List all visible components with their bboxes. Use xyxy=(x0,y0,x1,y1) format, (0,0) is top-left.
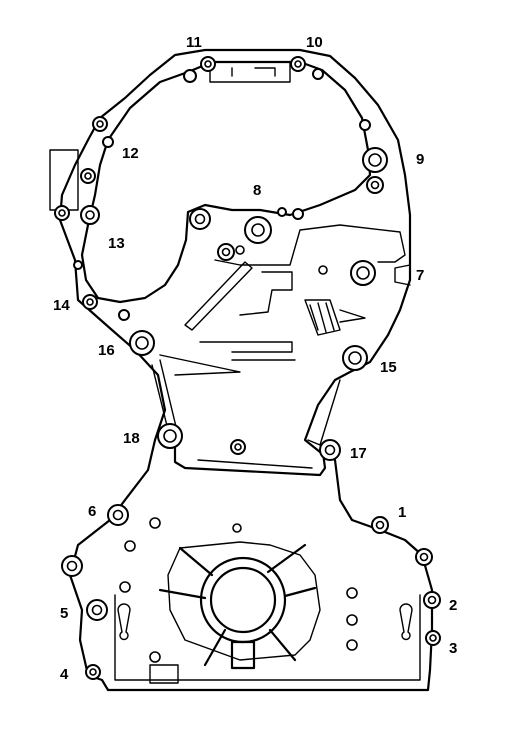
callout-6: 6 xyxy=(88,503,96,520)
neck-right-rib xyxy=(307,379,341,446)
callout-4: 4 xyxy=(60,666,69,683)
callout-3: 3 xyxy=(449,640,457,657)
arrow-shape xyxy=(339,309,366,323)
right-edge-step xyxy=(394,264,411,286)
lower-panel-inner xyxy=(114,594,421,681)
upper-cover-outline xyxy=(58,48,434,692)
top-cap xyxy=(209,61,291,83)
callout-8: 8 xyxy=(253,182,261,199)
callout-18: 18 xyxy=(123,430,140,447)
lower-holes xyxy=(117,245,413,684)
guide-rail-b xyxy=(239,271,293,316)
callout-12: 12 xyxy=(122,145,139,162)
callout-10: 10 xyxy=(306,34,323,51)
callout-9: 9 xyxy=(416,151,424,168)
lower-strap xyxy=(173,443,327,477)
mid-channel xyxy=(214,224,406,266)
callout-13: 13 xyxy=(108,235,125,252)
callout-17: 17 xyxy=(350,445,367,462)
callout-11: 11 xyxy=(186,34,202,51)
upper-cavity-gasket xyxy=(80,60,372,304)
callout-7: 7 xyxy=(416,267,424,284)
callout-5: 5 xyxy=(60,605,68,622)
lower-strap-inner xyxy=(197,459,313,469)
left-bracket xyxy=(49,149,79,211)
crank-seal-area xyxy=(158,541,321,670)
callout-2: 2 xyxy=(449,597,457,614)
guide-rail-a xyxy=(184,261,253,331)
neck-lines xyxy=(159,341,296,376)
callout-1: 1 xyxy=(398,504,406,521)
bolt-bosses xyxy=(54,56,441,680)
callout-16: 16 xyxy=(98,342,115,359)
callout-15: 15 xyxy=(380,359,397,376)
callout-14: 14 xyxy=(53,297,70,314)
right-edge-upper xyxy=(397,139,411,216)
hatch-block xyxy=(304,299,341,336)
